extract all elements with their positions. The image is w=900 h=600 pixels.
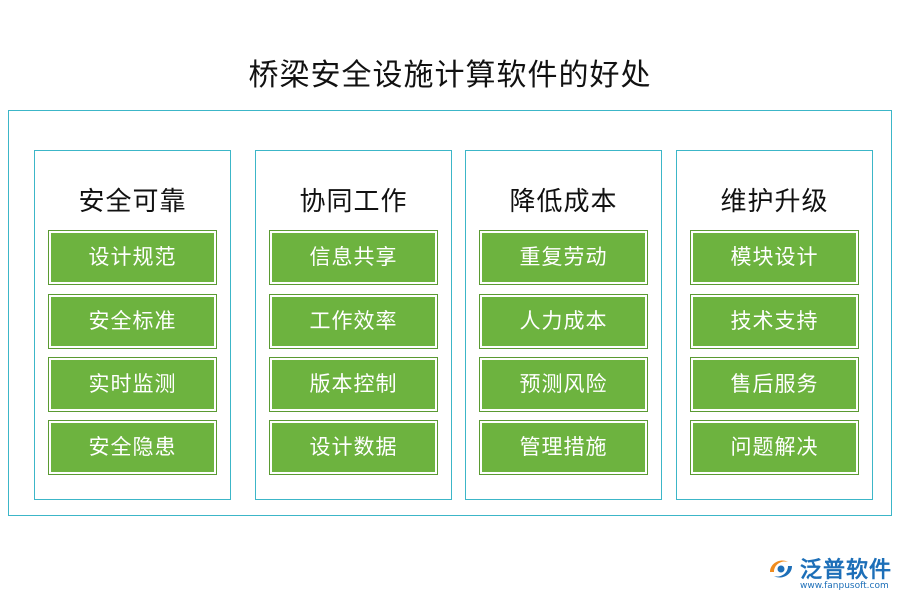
benefit-item: 人力成本 (479, 294, 648, 349)
benefit-item: 预测风险 (479, 357, 648, 412)
column-heading: 安全可靠 (78, 187, 187, 217)
benefit-item: 信息共享 (269, 230, 438, 285)
benefit-item: 技术支持 (690, 294, 859, 349)
column-heading: 协同工作 (299, 187, 408, 217)
diagram-title: 桥梁安全设施计算软件的好处 (248, 58, 652, 93)
logo-icon (770, 560, 792, 578)
benefit-item: 设计规范 (48, 230, 217, 285)
benefit-item: 设计数据 (269, 420, 438, 475)
column-maintenance-upgrade: 维护升级 模块设计 技术支持 售后服务 问题解决 (676, 150, 873, 500)
benefit-item: 安全隐患 (48, 420, 217, 475)
column-heading: 降低成本 (509, 187, 618, 217)
column-heading: 维护升级 (720, 187, 829, 217)
logo-url: www.fanpusoft.com (800, 581, 889, 591)
benefit-item: 安全标准 (48, 294, 217, 349)
column-collaboration: 协同工作 信息共享 工作效率 版本控制 设计数据 (255, 150, 452, 500)
benefit-item: 工作效率 (269, 294, 438, 349)
column-safety-reliability: 安全可靠 设计规范 安全标准 实时监测 安全隐患 (34, 150, 231, 500)
benefit-item: 管理措施 (479, 420, 648, 475)
column-cost-reduction: 降低成本 重复劳动 人力成本 预测风险 管理措施 (465, 150, 662, 500)
benefit-item: 版本控制 (269, 357, 438, 412)
benefit-item: 问题解决 (690, 420, 859, 475)
benefit-item: 实时监测 (48, 357, 217, 412)
benefit-item: 售后服务 (690, 357, 859, 412)
benefit-item: 模块设计 (690, 230, 859, 285)
benefit-item: 重复劳动 (479, 230, 648, 285)
logo-name: 泛普软件 (800, 558, 893, 583)
brand-logo: 泛普软件 www.fanpusoft.com (766, 552, 896, 592)
outer-frame (8, 110, 892, 516)
